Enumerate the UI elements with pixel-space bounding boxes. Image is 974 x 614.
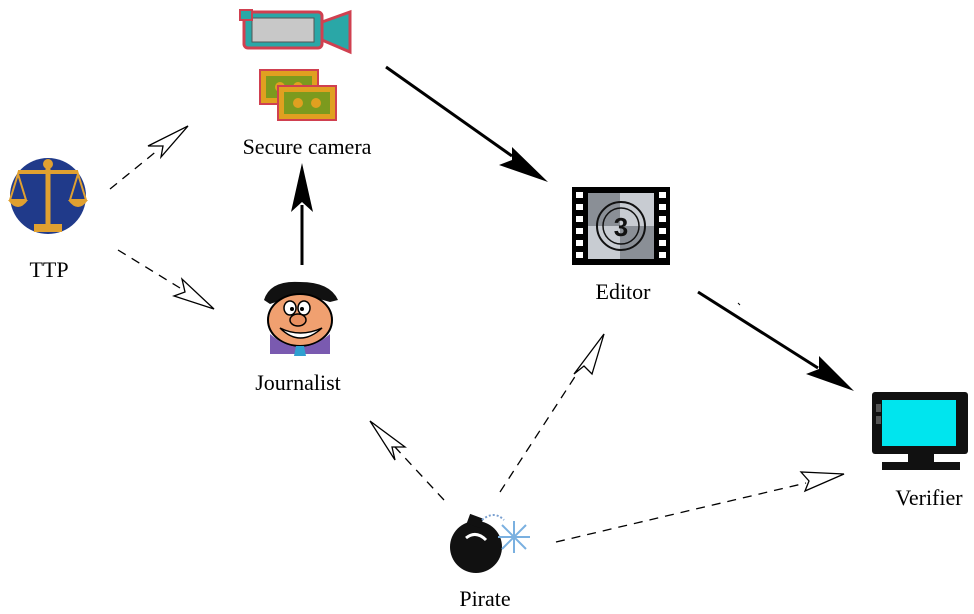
video-camera-icon [239, 9, 352, 121]
node-label-journalist: Journalist [255, 370, 341, 395]
edge-journalist-to-camera [291, 163, 313, 265]
node-label-ttp: TTP [29, 257, 68, 282]
edges-layer [109, 65, 854, 543]
edge-pirate-to-editor [499, 333, 605, 493]
node-camera: Secure camera [239, 9, 372, 159]
node-verifier: Verifier [872, 392, 968, 510]
arrowhead-solid [806, 356, 854, 391]
arrowhead-open [369, 420, 407, 461]
node-editor: 3 Editor [572, 187, 670, 304]
node-label-editor: Editor [596, 279, 652, 304]
node-label-pirate: Pirate [459, 586, 510, 611]
arrowhead-open [799, 471, 845, 493]
edge-pirate-to-verifier [555, 471, 845, 543]
stray-mark [737, 302, 741, 306]
edge-editor-to-verifier [697, 290, 854, 391]
edge-ttp-to-journalist [117, 249, 215, 310]
cartoon-man-icon [264, 281, 338, 356]
node-label-camera: Secure camera [243, 134, 372, 159]
edge-camera-to-editor [385, 65, 548, 182]
node-pirate: Pirate [450, 513, 530, 611]
arrowhead-open [573, 333, 605, 376]
node-ttp: TTP [8, 158, 88, 282]
film-reel-icon: 3 [572, 187, 670, 265]
bomb-icon [450, 513, 530, 573]
svg-text:3: 3 [614, 212, 628, 242]
arrowhead-solid [291, 163, 313, 212]
computer-monitor-icon [872, 392, 968, 470]
edge-pirate-to-journalist [369, 420, 445, 501]
arrowhead-open [172, 277, 215, 310]
edge-ttp-to-camera [109, 125, 189, 190]
arrowhead-open [147, 125, 189, 160]
scales-of-justice-icon [8, 158, 88, 234]
node-journalist: Journalist [255, 281, 341, 395]
arrowhead-solid [499, 147, 548, 182]
node-label-verifier: Verifier [895, 485, 963, 510]
